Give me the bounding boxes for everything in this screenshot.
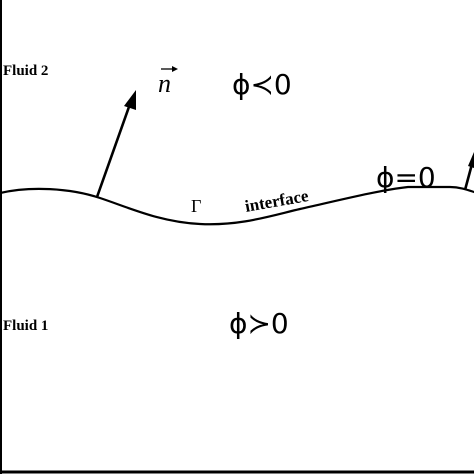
fluid-2-label: Fluid 2 bbox=[3, 63, 48, 79]
gamma-label: Γ bbox=[191, 196, 201, 216]
fluid-1-label: Fluid 1 bbox=[3, 318, 48, 334]
vector-overarrow-head bbox=[172, 66, 178, 72]
interface-curve bbox=[0, 185, 474, 226]
normal-vector-arrow bbox=[95, 103, 132, 198]
interface-label: interface bbox=[243, 186, 310, 216]
right-edge-arrow bbox=[463, 163, 474, 191]
phi-zero-label: ϕ=0 bbox=[376, 161, 436, 194]
normal-vector-arrowhead bbox=[124, 90, 136, 110]
right-edge-arrowhead bbox=[468, 152, 474, 168]
phi-positive-label: ϕ≻0 bbox=[229, 307, 289, 340]
phi-negative-label: ϕ≺0 bbox=[232, 68, 292, 101]
normal-vector-label: n bbox=[158, 69, 171, 98]
